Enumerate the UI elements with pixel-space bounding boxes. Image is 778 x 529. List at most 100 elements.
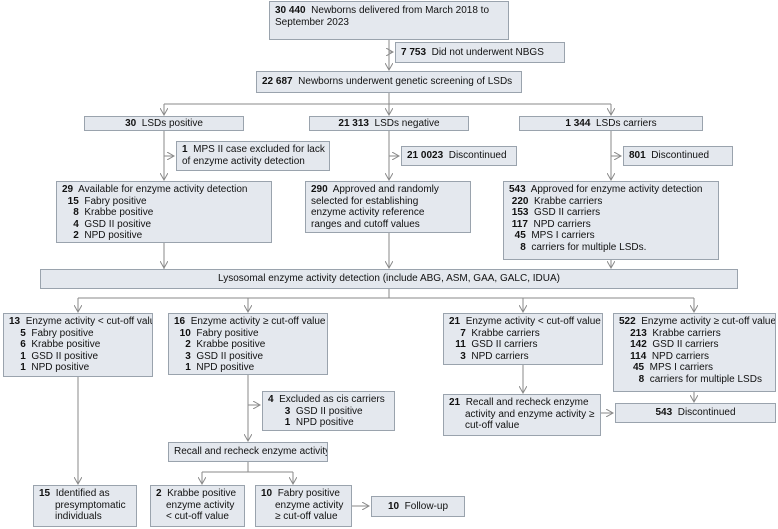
negative-discontinued-box: 21 0023 Discontinued — [401, 146, 517, 166]
negative-label: LSDs negative — [374, 117, 440, 129]
follow-up-box: 10 Follow-up — [371, 496, 465, 517]
available-row: 2 NPD positive — [73, 230, 143, 242]
car-low-count: 21 — [449, 316, 461, 327]
available-row: 15 Fabry positive — [67, 195, 147, 207]
cis-label: Excluded as cis carriers — [279, 394, 385, 405]
car-low-label: Enzyme activity < cut-off value — [465, 316, 601, 327]
approved-count: 543 — [509, 184, 526, 195]
reference-line: enzyme activity reference — [311, 207, 425, 219]
car-low-row: 7 Krabbe carriers — [460, 327, 540, 339]
mps-excluded-count: 1 — [182, 144, 188, 155]
screened-label: Newborns underwent genetic screening of … — [298, 76, 513, 88]
mps-excluded-box: 1 MPS II case excluded for lack of enzym… — [176, 141, 330, 171]
lysosomal-detection-label: Lysosomal enzyme activity detection (inc… — [218, 273, 560, 285]
approved-row: 45 MPS I carriers — [514, 230, 595, 242]
screened-count: 22 687 — [262, 76, 293, 88]
no-nbgs-label: Did not underwent NBGS — [431, 46, 544, 58]
cis-row: 3 GSD II positive — [284, 405, 363, 417]
pos-high-count: 16 — [174, 316, 186, 327]
carriers-label: LSDs carriers — [596, 117, 657, 129]
recall-recheck-box: Recall and recheck enzyme activity — [168, 442, 328, 462]
carriers-approved-box: 543 Approved for enzyme activity detecti… — [503, 181, 719, 260]
reference-label: Approved and randomly — [332, 184, 439, 195]
pos-low-row: 1 NPD positive — [20, 362, 90, 374]
negative-count: 21 313 — [338, 117, 369, 129]
car-recall-label: Recall and recheck enzyme — [465, 397, 589, 408]
carriers-high-activity-box: 522 Enzyme activity ≥ cut-off value 213 … — [613, 313, 776, 392]
final-discontinued-label: Discontinued — [677, 407, 736, 419]
available-row: 4 GSD II positive — [73, 218, 152, 230]
carriers-low-activity-box: 21 Enzyme activity < cut-off value 7 Kra… — [443, 313, 603, 365]
car-high-row: 142 GSD II carriers — [630, 339, 719, 351]
car-high-row: 213 Krabbe carriers — [630, 327, 721, 339]
no-nbgs-count: 7 753 — [401, 46, 427, 58]
car-high-row: 45 MPS I carriers — [633, 362, 714, 374]
fabry-high-label: Fabry positive — [277, 488, 340, 499]
identified-count: 15 — [39, 488, 51, 499]
reference-count: 290 — [311, 184, 328, 195]
krabbe-low-line: enzyme activity — [166, 499, 235, 511]
available-row: 8 Krabbe positive — [73, 207, 154, 219]
negative-discontinued-count: 21 0023 — [407, 150, 444, 162]
identified-line: presymptomatic — [55, 499, 126, 511]
car-recall-line: activity and enzyme activity ≥ — [465, 408, 595, 420]
pos-low-row: 5 Fabry positive — [20, 327, 94, 339]
negative-discontinued-label: Discontinued — [448, 150, 507, 162]
pos-high-row: 2 Krabbe positive — [185, 339, 266, 351]
car-low-row: 3 NPD carriers — [460, 350, 529, 362]
total-label-line2: September 2023 — [275, 16, 349, 28]
pos-low-count: 13 — [9, 316, 21, 327]
negative-reference-box: 290 Approved and randomly selected for e… — [305, 181, 471, 233]
pos-low-row: 1 GSD II positive — [20, 350, 99, 362]
car-recall-line: cut-off value — [465, 420, 520, 432]
total-label: Newborns delivered from March 2018 to — [311, 5, 490, 16]
lysosomal-detection-box: Lysosomal enzyme activity detection (inc… — [40, 269, 738, 289]
carriers-count: 1 344 — [565, 117, 591, 129]
recall-recheck-label: Recall and recheck enzyme activity — [174, 446, 328, 458]
pos-high-row: 10 Fabry positive — [179, 327, 259, 339]
fabry-high-box: 10 Fabry positive enzyme activity ≥ cut-… — [255, 485, 352, 527]
pos-high-label: Enzyme activity ≥ cut-off value — [190, 316, 326, 327]
pos-high-row: 3 GSD II positive — [185, 350, 264, 362]
pos-low-row: 6 Krabbe positive — [20, 339, 101, 351]
car-high-label: Enzyme activity ≥ cut-off value — [641, 316, 776, 327]
positive-label: LSDs positive — [141, 117, 203, 129]
carriers-final-discontinued-box: 543 Discontinued — [615, 403, 776, 423]
cis-row: 1 NPD positive — [284, 417, 354, 429]
fabry-high-line: ≥ cut-off value — [275, 511, 338, 523]
approved-row: 117 NPD carriers — [511, 218, 591, 230]
fabry-high-line: enzyme activity — [275, 499, 344, 511]
total-newborns-box: 30 440 Newborns delivered from March 201… — [269, 1, 509, 40]
follow-up-count: 10 — [387, 500, 400, 512]
reference-line: ranges and cutoff values — [311, 218, 420, 230]
car-recall-count: 21 — [449, 397, 461, 408]
carriers-recall-box: 21 Recall and recheck enzyme activity an… — [443, 394, 601, 436]
krabbe-low-count: 2 — [156, 488, 162, 499]
mps-excluded-label-line2: of enzyme activity detection — [182, 155, 305, 167]
lsds-positive-box: 30 LSDs positive — [84, 116, 244, 131]
identified-line: individuals — [55, 511, 102, 523]
car-high-row: 114 NPD carriers — [630, 350, 710, 362]
carriers-discontinued-count: 801 — [629, 150, 646, 162]
fabry-high-count: 10 — [261, 488, 273, 499]
carriers-discontinued-box: 801 Discontinued — [623, 146, 733, 166]
reference-line: selected for establishing — [311, 195, 419, 207]
pos-low-label: Enzyme activity < cut-off value — [25, 316, 153, 327]
identified-label: Identified as — [55, 488, 110, 499]
positive-high-activity-box: 16 Enzyme activity ≥ cut-off value 10 Fa… — [168, 313, 328, 375]
screened-box: 22 687 Newborns underwent genetic screen… — [256, 71, 522, 93]
approved-label: Approved for enzyme activity detection — [530, 184, 703, 195]
identified-box: 15 Identified as presymptomatic individu… — [33, 485, 137, 527]
krabbe-low-line: < cut-off value — [166, 511, 229, 523]
positive-available-box: 29 Available for enzyme activity detecti… — [56, 181, 272, 243]
pos-high-row: 1 NPD positive — [185, 362, 255, 374]
total-count: 30 440 — [275, 5, 306, 16]
approved-row: 153 GSD II carriers — [511, 207, 601, 219]
carriers-discontinued-label: Discontinued — [651, 150, 710, 162]
follow-up-label: Follow-up — [404, 500, 449, 512]
cis-count: 4 — [268, 394, 274, 405]
cis-carriers-box: 4 Excluded as cis carriers 3 GSD II posi… — [262, 391, 395, 431]
available-label: Available for enzyme activity detection — [78, 184, 248, 195]
positive-low-activity-box: 13 Enzyme activity < cut-off value 5 Fab… — [3, 313, 153, 377]
lsds-carriers-box: 1 344 LSDs carriers — [519, 116, 703, 131]
